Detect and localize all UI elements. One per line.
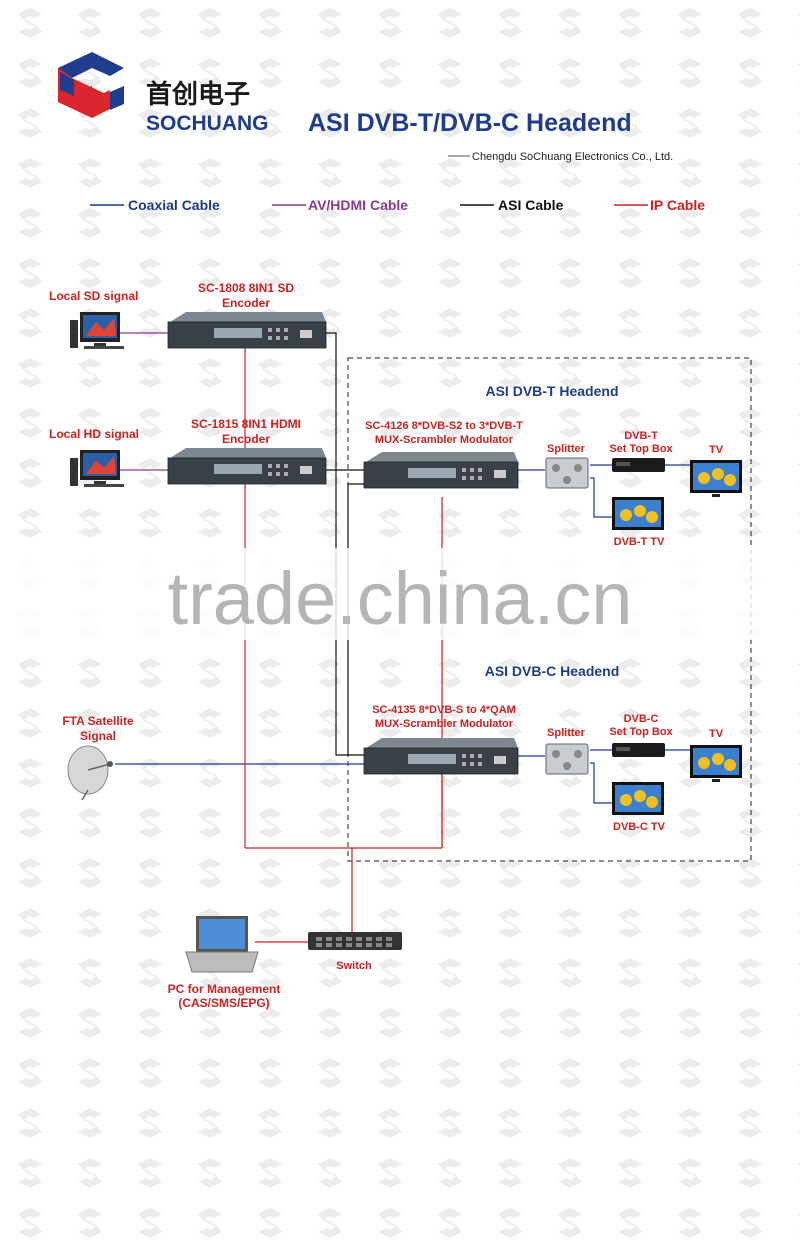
management-laptop — [185, 916, 259, 973]
legend-label-av: AV/HDMI Cable — [308, 197, 408, 213]
stb-dvbc-device — [612, 743, 665, 757]
splitter-dvbt-device — [545, 457, 589, 489]
label-tv-dvbc: TV — [709, 728, 724, 740]
splitter-dvbc-device — [545, 743, 589, 775]
tv-dvbt-main — [690, 460, 742, 497]
label-mod-dvbc-line1: SC-4135 8*DVB-S to 4*QAM — [372, 704, 516, 716]
label-pc-mgmt-line1: PC for Management — [168, 982, 281, 996]
label-mod-dvbt-line2: MUX-Scrambler Modulator — [375, 434, 514, 446]
stb-dvbt-device — [612, 458, 665, 472]
label-tv2-dvbc: DVB-C TV — [613, 821, 666, 833]
company-name-en: SOCHUANG — [146, 112, 269, 135]
satellite-dish — [67, 745, 113, 801]
label-tv2-dvbt: DVB-T TV — [614, 536, 665, 548]
watermark-text: trade.china.cn — [168, 557, 633, 640]
cable-asi-link — [347, 483, 364, 755]
label-encoder-sd-line1: SC-1808 8IN1 SD — [198, 281, 294, 295]
page-title: ASI DVB-T/DVB-C Headend — [308, 109, 632, 137]
tv-dvbc-second — [612, 782, 664, 815]
pc-hd-source — [70, 450, 124, 487]
label-encoder-hd-line1: SC-1815 8IN1 HDMI — [191, 417, 301, 431]
label-fta-line2: Signal — [80, 729, 116, 743]
encoder-hd-unit — [167, 448, 327, 485]
section-dvbt-title: ASI DVB-T Headend — [485, 383, 618, 399]
legend-label-coax: Coaxial Cable — [128, 197, 220, 213]
legend-label-ip: IP Cable — [650, 197, 705, 213]
network-switch — [308, 932, 402, 950]
watermark: trade.china.cn — [0, 548, 800, 640]
label-local-hd: Local HD signal — [49, 427, 139, 441]
label-mod-dvbc-line2: MUX-Scrambler Modulator — [375, 718, 514, 730]
company-logo — [58, 52, 124, 118]
label-stb-dvbc-line2: Set Top Box — [609, 726, 673, 738]
legend-label-asi: ASI Cable — [498, 197, 564, 213]
legend: Coaxial Cable AV/HDMI Cable ASI Cable IP… — [90, 197, 705, 213]
label-splitter-dvbt: Splitter — [547, 443, 586, 455]
section-dvbc-title: ASI DVB-C Headend — [485, 663, 620, 679]
label-fta-line1: FTA Satellite — [62, 714, 134, 728]
cable-asi-sd — [326, 332, 364, 756]
encoder-sd-unit — [167, 312, 327, 349]
company-name-cn: 首创电子 — [146, 79, 250, 110]
label-splitter-dvbc: Splitter — [547, 727, 586, 739]
company-full-name: Chengdu SoChuang Electronics Co., Ltd. — [472, 151, 673, 163]
modulator-dvbt-unit — [363, 452, 519, 489]
tv-dvbc-main — [690, 745, 742, 782]
label-tv-dvbt: TV — [709, 444, 724, 456]
label-stb-dvbt-line1: DVB-T — [624, 430, 658, 442]
label-switch: Switch — [336, 960, 372, 972]
label-mod-dvbt-line1: SC-4126 8*DVB-S2 to 3*DVB-T — [365, 420, 523, 432]
tv-dvbt-second — [612, 497, 664, 530]
modulator-dvbc-unit — [363, 738, 519, 775]
label-stb-dvbt-line2: Set Top Box — [609, 443, 673, 455]
pc-sd-source — [70, 312, 124, 349]
label-local-sd: Local SD signal — [49, 289, 138, 303]
label-pc-mgmt-line2: (CAS/SMS/EPG) — [178, 996, 269, 1010]
label-encoder-hd-line2: Encoder — [222, 432, 270, 446]
label-encoder-sd-line2: Encoder — [222, 296, 270, 310]
label-stb-dvbc-line1: DVB-C — [624, 713, 659, 725]
